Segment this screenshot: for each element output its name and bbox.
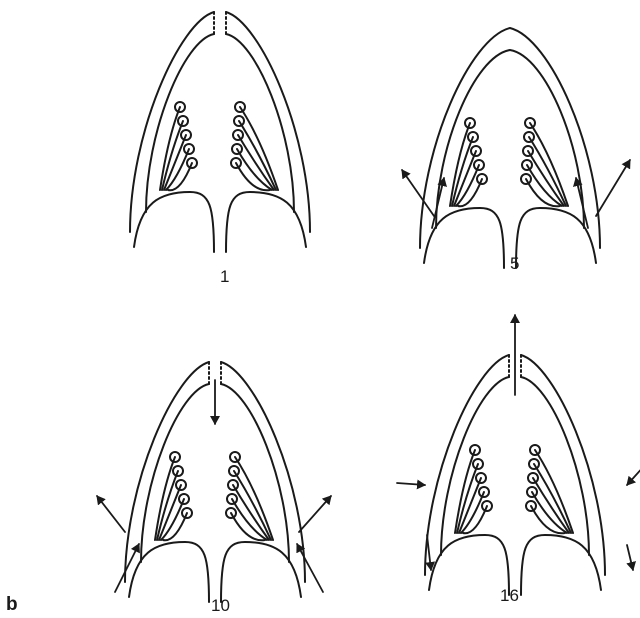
- flow-arrow: [627, 545, 633, 570]
- flow-arrow: [427, 535, 431, 570]
- stage-panel-4: [397, 315, 640, 595]
- gill-filament-right: [234, 471, 271, 540]
- mouth-opening-dotted: [214, 12, 226, 34]
- flow-arrow: [299, 496, 331, 532]
- stage-panel-2: [402, 28, 630, 268]
- stage-label-1: 1: [220, 267, 229, 287]
- stage-label-16: 16: [500, 586, 519, 606]
- flow-arrow: [402, 170, 434, 216]
- stage-panel-3: [97, 362, 331, 602]
- stage-panel-1: [130, 12, 310, 252]
- flow-arrow: [97, 496, 125, 532]
- flow-arrow: [397, 483, 425, 485]
- stage-label-5: 5: [510, 254, 519, 274]
- panel-letter: b: [6, 594, 18, 616]
- flow-arrow: [627, 465, 640, 485]
- stage-label-10: 10: [211, 596, 230, 616]
- gill-filament-right: [529, 137, 566, 206]
- flow-arrow: [297, 544, 323, 592]
- gill-filament-right: [534, 464, 571, 533]
- gill-filament-right: [239, 121, 276, 190]
- flow-arrow: [596, 160, 630, 216]
